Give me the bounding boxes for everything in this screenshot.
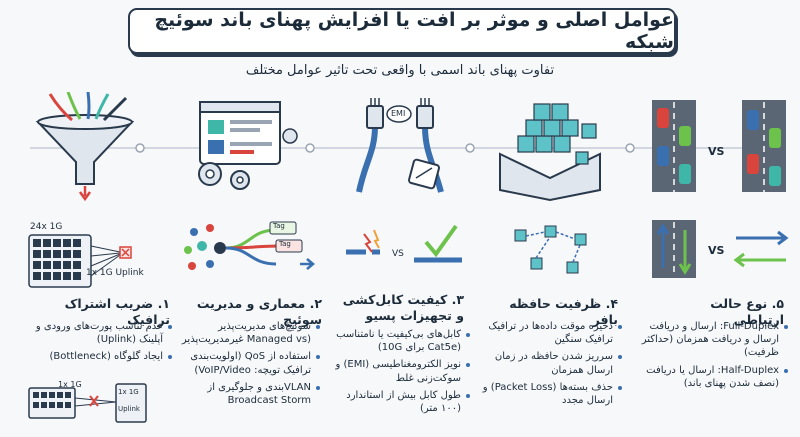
list-item: Half-Duplex: ارسال یا دریافت (نصف شدن په…	[636, 364, 788, 390]
list-item: VLANبندی و جلوگیری از Broadcast Storm	[172, 381, 320, 407]
buffer-cubes-icon	[499, 103, 601, 202]
title-box: عوامل اصلی و موثر بر افت یا افزایش پهنای…	[128, 8, 676, 54]
list-item: عدم تناسب پورت‌های ورودی و آپلینک (Uplin…	[22, 320, 172, 346]
section-3-heading: ۳. کیفیت کابل‌کشی و تجهیزات پسیو	[342, 292, 464, 323]
cable-tester-icon	[356, 98, 444, 193]
vs-label-3: VS	[708, 244, 725, 257]
emi-label: EMI	[391, 109, 406, 118]
section-1-heading: ۱. ضریب اشتراک ترافیک	[64, 296, 170, 327]
page-subtitle: تفاوت پهنای باند اسمی با واقعی تحت تاثیر…	[245, 63, 555, 78]
tag-label-1: Tag	[273, 222, 285, 230]
vs-label-1: VS	[392, 249, 404, 259]
traffic-lanes-icon	[652, 100, 786, 192]
list-item: استفاده از QoS (اولویت‌بندی ترافیک تویچه…	[172, 350, 320, 376]
small-uplink-b: Uplink	[118, 405, 140, 413]
section-4-heading: ۴. ظرفیت حافظه بافر	[509, 296, 618, 327]
list-item: کابل‌های بی‌کیفیت یا نامتناسب (Cat5e برا…	[330, 328, 470, 354]
section-2-bullets: سوئیچ‌های مدیریت‌پذیر (Managed vs غیرمدی…	[172, 320, 320, 411]
small-1g-label: 1x 1G	[58, 380, 82, 389]
ports-24-label: 24x 1G	[30, 222, 63, 232]
cable-compare-icon	[346, 224, 462, 263]
bottleneck-icon	[28, 383, 147, 423]
list-item: سوئیچ‌های مدیریت‌پذیر (Managed vs غیرمدی…	[172, 320, 320, 346]
funnel-icon	[35, 92, 135, 202]
uplink-label: 1x 1G Uplink	[86, 268, 144, 278]
list-item: سرریز شدن حافظه در زمان ارسال همزمان	[478, 350, 622, 376]
switch-ports-icon	[28, 234, 132, 288]
packet-loss-icon	[514, 225, 587, 274]
section-3-bullets: کابل‌های بی‌کیفیت یا نامتناسب (Cat5e برا…	[330, 328, 470, 419]
section-5-bullets: Full-Duplex: ارسال و دریافت ارسال و دریا…	[636, 320, 788, 394]
list-item: ایجاد گلوگاه (Bottleneck)	[22, 350, 172, 363]
tag-label-2: Tag	[279, 240, 291, 248]
page-title: عوامل اصلی و موثر بر افت یا افزایش پهنای…	[154, 9, 674, 53]
list-item: Full-Duplex: ارسال و دریافت ارسال و دریا…	[636, 320, 788, 360]
section-2-heading: ۲. معماری و مدیریت سوئیچ	[196, 296, 322, 327]
small-uplink-a: 1x 1G	[118, 388, 139, 396]
qos-flow-icon	[184, 221, 315, 270]
list-item: حذف بسته‌ها (Packet Loss) و ارسال مجدد	[478, 381, 622, 407]
section-5-heading: ۵. نوع حالت ارتباطی	[710, 296, 784, 327]
section-1-bullets: عدم تناسب پورت‌های ورودی و آپلینک (Uplin…	[22, 320, 172, 368]
list-item: طول کابل بیش از استاندارد (۱۰۰ متر)	[330, 389, 470, 415]
list-item: نویز الکترومغناطیسی (EMI) و سوکت‌زنی غلط	[330, 358, 470, 384]
list-item: ذخیره موقت داده‌ها در ترافیک ترافیک سنگی…	[478, 320, 622, 346]
vs-label-2: VS	[708, 145, 725, 158]
section-4-bullets: ذخیره موقت داده‌ها در ترافیک ترافیک سنگی…	[478, 320, 622, 411]
duplex-arrows-icon	[652, 220, 789, 278]
dashboard-gears-icon	[198, 101, 298, 190]
